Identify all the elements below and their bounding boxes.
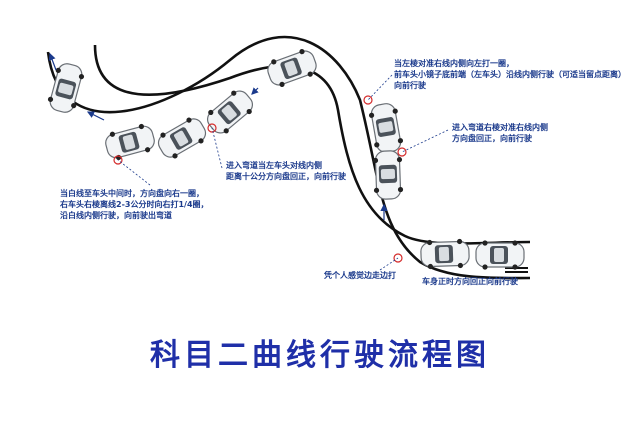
note-feel-line1: 凭个人感觉边走边打 [324, 271, 396, 280]
car-8 [419, 237, 471, 271]
travel-arrow-top [251, 87, 259, 95]
contact-marker-2 [207, 123, 217, 133]
page-title: 科目二曲线行驶流程图 [150, 338, 490, 373]
note-start: 车身正时方向回正向前行驶 [422, 276, 518, 287]
note-left-turn-inner: 进入弯道当左车头对线内侧 距离十公分方向盘回正，向前行驶 [226, 160, 346, 182]
note-top-right-line3: 向前行驶 [394, 81, 426, 90]
car-6 [366, 101, 406, 155]
contact-marker-1 [113, 155, 123, 165]
contact-marker-3 [363, 95, 373, 105]
note-top-right: 当左棱对准右线内侧向左打一圈， 前车头小镜子底前端（左车头）沿线内侧行驶（可适当… [394, 58, 626, 91]
note-entry-line3: 沿白线内侧行驶，向前驶出弯道 [60, 211, 172, 220]
note-entry-line1: 当白线至车头中间时，方向盘向右一圈， [60, 189, 204, 198]
car-9 [475, 239, 525, 271]
car-3 [153, 112, 211, 164]
car-4 [201, 84, 259, 140]
car-5 [263, 45, 321, 91]
note-right-turn-line2: 方向盘回正，向前行驶 [452, 134, 532, 143]
note-top-right-line2: 前车头小镜子底前端（左车头）沿线内侧行驶（可适当留点距离） [394, 70, 626, 79]
travel-arrow-entry [86, 111, 105, 121]
note-right-turn: 进入弯道右棱对准右线内侧 方向盘回正，向前行驶 [452, 122, 548, 144]
note-top-right-line1: 当左棱对准右线内侧向左打一圈， [394, 59, 514, 68]
contact-marker-5 [393, 253, 403, 263]
leader-top-right [367, 74, 393, 101]
note-feel: 凭个人感觉边走边打 [324, 270, 396, 281]
leader-feel [379, 257, 399, 271]
car-7 [371, 149, 405, 201]
note-right-turn-line1: 进入弯道右棱对准右线内侧 [452, 123, 548, 132]
travel-arrow-exit [48, 52, 57, 71]
car-2 [102, 121, 158, 163]
note-entry: 当白线至车头中间时，方向盘向右一圈， 右车头右棱离线2-3公分时向右打1/4圈，… [60, 188, 209, 221]
note-entry-line2: 右车头右棱离线2-3公分时向右打1/4圈， [60, 200, 209, 209]
contact-marker-4 [397, 147, 407, 157]
leader-left-turn [211, 127, 223, 169]
note-start-line1: 车身正时方向回正向前行驶 [422, 277, 518, 286]
leader-entry [117, 159, 151, 186]
leader-right-turn [401, 129, 449, 153]
note-left-turn-line2: 距离十公分方向盘回正，向前行驶 [226, 172, 346, 181]
note-left-turn-line1: 进入弯道当左车头对线内侧 [226, 161, 322, 170]
